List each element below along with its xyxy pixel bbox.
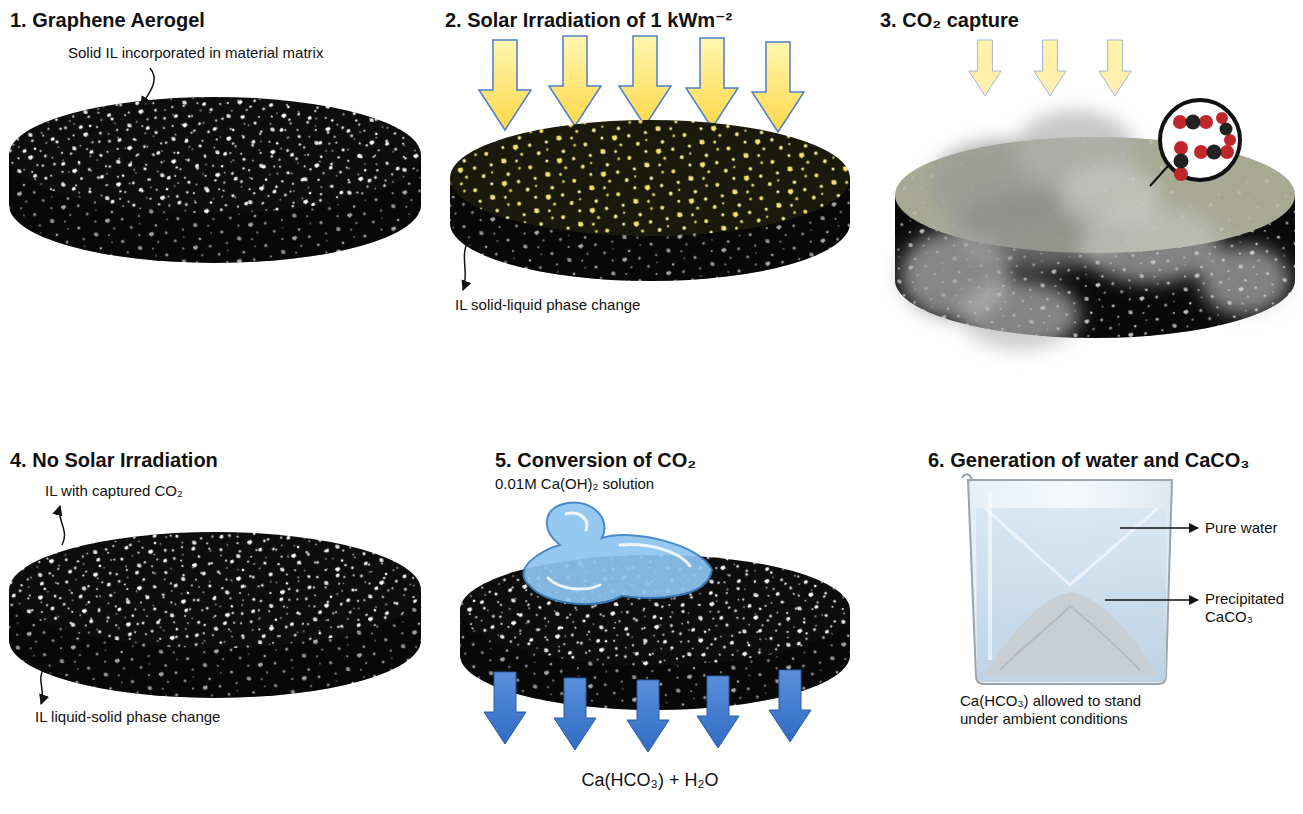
heated-disc xyxy=(450,120,850,236)
sun-arrows xyxy=(752,42,804,132)
sun-arrows xyxy=(479,40,531,130)
callout-label: IL with captured CO₂ xyxy=(45,482,183,500)
zoom-circle xyxy=(1160,100,1240,180)
zoom-circle xyxy=(1199,115,1213,129)
callout-label: Ca(HCO₃) + H₂O xyxy=(500,770,800,792)
leader-line xyxy=(59,506,64,545)
zoom-circle xyxy=(1174,167,1188,181)
illustration-panel: 3. CO₂ capture xyxy=(870,0,1303,420)
aerogel-disc xyxy=(9,532,421,648)
leader-line xyxy=(463,238,470,290)
co2-cloud xyxy=(1060,165,1160,225)
sun-arrows xyxy=(479,36,804,132)
zoom-circle xyxy=(1216,112,1228,124)
callout-label: Pure water xyxy=(1205,519,1278,537)
outflow-arrows xyxy=(484,670,811,752)
zoom-circle xyxy=(1174,154,1189,169)
zoom-circle xyxy=(1220,123,1233,136)
illustration-panel: 2. Solar Irradiation of 1 kWm⁻² IL solid-… xyxy=(430,0,870,420)
outflow-arrows xyxy=(769,670,811,742)
beaker xyxy=(962,474,972,480)
illustration-panel: 5. Conversion of CO₂ 0.01M Ca(OH)₂ soluti… xyxy=(430,430,870,814)
callout-label: Ca(HCO₃) allowed to stand under ambient … xyxy=(960,692,1175,728)
zoom-circle xyxy=(1224,134,1236,146)
aerogel-disc xyxy=(9,532,421,648)
leader-line xyxy=(141,68,154,106)
zoom-circle xyxy=(1174,141,1188,155)
leader-line xyxy=(463,238,470,290)
leader-line xyxy=(41,668,44,704)
panel-title: 5. Conversion of CO₂ xyxy=(495,448,696,472)
callout-label: 0.01M Ca(OH)₂ solution xyxy=(495,475,654,493)
illustration-panel: 4. No Solar Irradiation IL with captured … xyxy=(0,430,430,814)
zoom-circle xyxy=(1173,115,1187,129)
callout-label: IL liquid-solid phase change xyxy=(35,708,220,726)
callout-label: Precipitated CaCO₃ xyxy=(1205,590,1297,626)
beaker xyxy=(988,492,992,660)
aerogel-disc xyxy=(9,97,421,263)
zoom-circle xyxy=(1186,115,1201,130)
beaker xyxy=(968,480,1172,684)
callout-label: Solid IL incorporated in material matrix xyxy=(68,44,323,62)
leader-line xyxy=(141,68,154,106)
leader-line xyxy=(1105,528,1198,600)
zoom-circle xyxy=(1150,100,1240,186)
panel-title: 3. CO₂ capture xyxy=(880,8,1019,32)
sun-arrows xyxy=(969,40,1131,96)
illustration-panel: 1. Graphene AerogelSolid IL incorporated… xyxy=(0,0,430,420)
beaker xyxy=(1000,606,1140,670)
solution-pour xyxy=(548,513,690,589)
solution-pour xyxy=(523,503,712,605)
sun-arrows xyxy=(686,38,738,128)
co2-molecule xyxy=(1173,112,1236,181)
co2-cloud xyxy=(960,280,1080,350)
panel-title: 4. No Solar Irradiation xyxy=(10,448,218,472)
sun-arrows xyxy=(1034,40,1066,96)
sun-arrows xyxy=(549,36,601,126)
beaker xyxy=(984,592,1158,676)
aerogel-disc xyxy=(9,97,421,213)
sun-arrows xyxy=(969,40,1001,96)
panel-title: 2. Solar Irradiation of 1 kWm⁻² xyxy=(445,8,732,32)
beaker xyxy=(985,508,1158,585)
panel-title: 6. Generation of water and CaCO₃ xyxy=(928,448,1250,472)
zoom-circle xyxy=(1150,166,1168,186)
outflow-arrows xyxy=(627,680,669,752)
panel-title: 1. Graphene Aerogel xyxy=(10,8,205,32)
solution-pour xyxy=(523,503,712,605)
beaker xyxy=(976,508,1166,682)
outflow-arrows xyxy=(697,676,739,748)
leader-line xyxy=(1120,527,1198,529)
heated-disc xyxy=(450,120,850,281)
zoom-circle xyxy=(1220,145,1234,159)
leader-line xyxy=(1105,599,1198,601)
sun-arrows xyxy=(1099,40,1131,96)
co2-cloud xyxy=(1200,245,1290,315)
outflow-arrows xyxy=(554,678,596,750)
beaker xyxy=(962,474,1172,684)
callout-label: IL solid-liquid phase change xyxy=(455,296,640,314)
leader-line xyxy=(41,506,65,704)
illustration-panel: 6. Generation of water and CaCO₃ Pure wat… xyxy=(870,430,1303,814)
sun-arrows xyxy=(619,36,671,126)
outflow-arrows xyxy=(484,672,526,744)
aerogel-disc xyxy=(9,532,421,698)
zoom-circle xyxy=(1207,145,1222,160)
capture-disc xyxy=(895,137,1295,338)
zoom-circle xyxy=(1194,145,1208,159)
aerogel-disc xyxy=(9,97,421,213)
